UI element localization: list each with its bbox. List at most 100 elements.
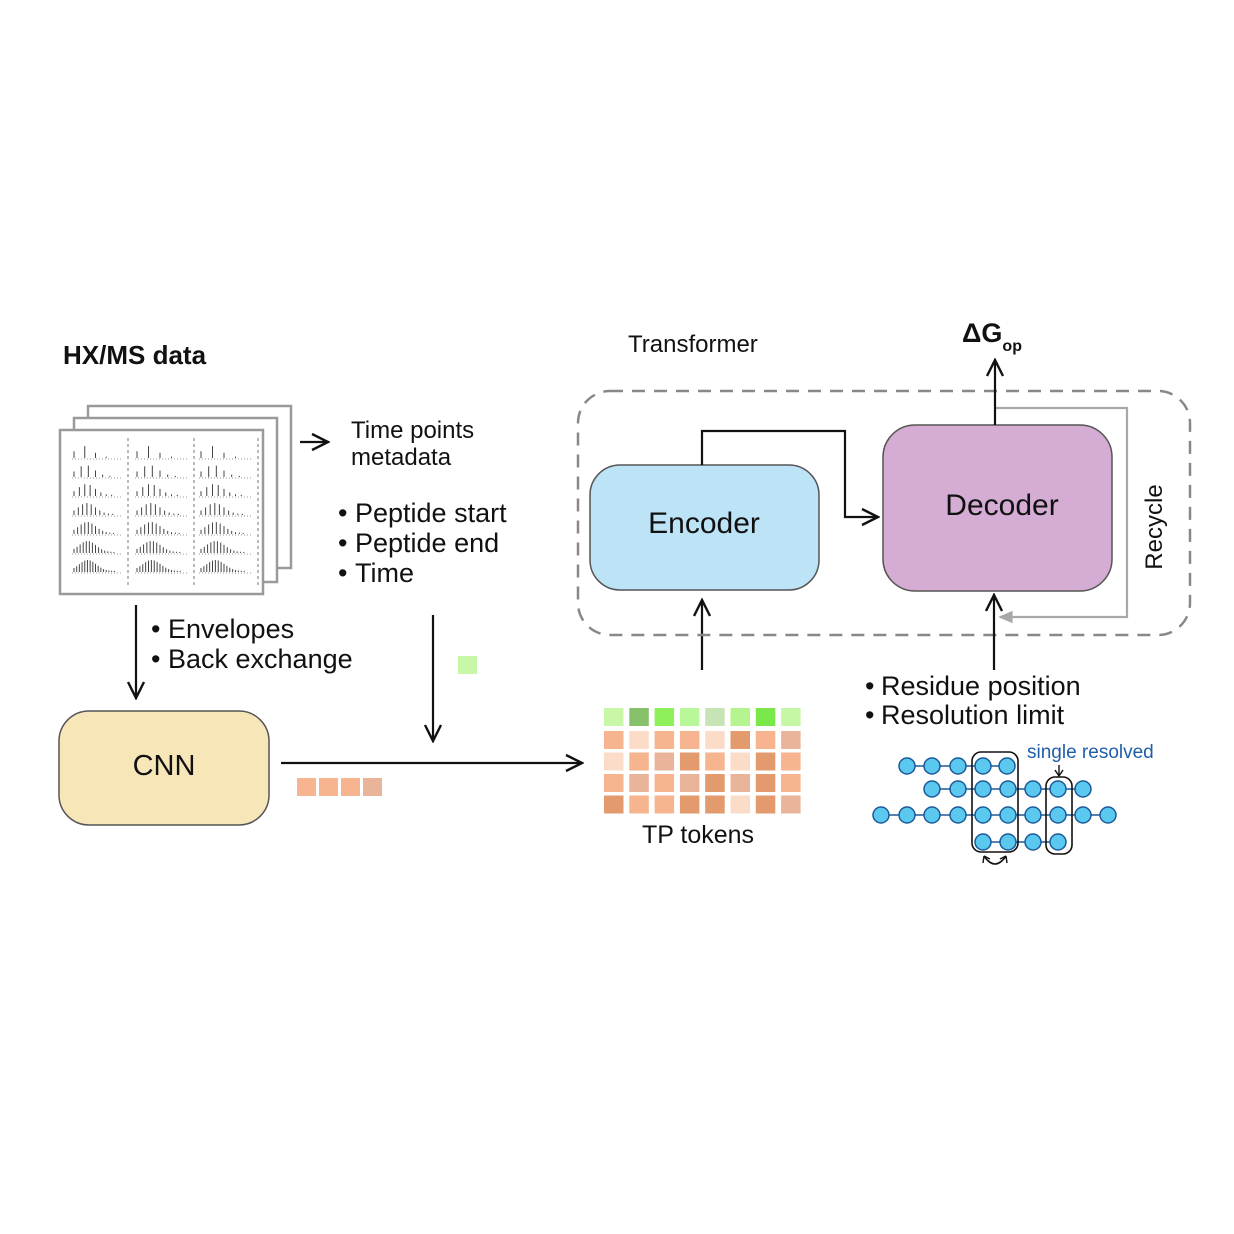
swap-arrowheads: [982, 855, 1008, 864]
recycle-loop-arrow: [995, 406, 1129, 624]
residue-circle: [1074, 780, 1092, 798]
token-feature-cell: [755, 774, 776, 792]
token-feature-cell: [654, 795, 675, 814]
cnn-input-envelopes: Envelopes: [168, 614, 294, 644]
residue-circle: [999, 806, 1017, 824]
token-feature-cell: [781, 731, 801, 749]
decoder-box: [882, 424, 1113, 592]
metadata-token-swatch: [458, 656, 477, 674]
cnn-bullet-dot: •: [151, 644, 160, 674]
metadata-bullet-peptide-start: Peptide start: [355, 498, 507, 528]
residue-circle: [949, 780, 967, 798]
hxms-data-stack-icon: [58, 404, 293, 596]
token-feature-cell: [629, 774, 649, 792]
token-feature-cell: [679, 752, 700, 771]
resolution-group-box: [971, 751, 1019, 853]
cnn-output-swatches: [297, 778, 382, 796]
residue-resolution-diagram: [872, 757, 1117, 851]
metadata-bullet-peptide-end: Peptide end: [355, 528, 499, 558]
token-feature-cell: [730, 752, 750, 771]
token-feature-cell: [705, 731, 725, 749]
output-symbol: ΔG: [962, 318, 1002, 348]
cnn-box: [58, 710, 270, 826]
token-feature-cell: [705, 774, 725, 792]
token-feature-cell: [705, 752, 725, 771]
residue-circle: [872, 806, 890, 824]
residue-circle: [998, 757, 1016, 775]
metadata-bullet-dot: •: [338, 498, 347, 528]
token-time-cell: [604, 708, 624, 726]
recycle-label: Recycle: [1141, 484, 1168, 569]
hxms-title: HX/MS data: [63, 340, 207, 370]
residue-circle: [1049, 833, 1067, 851]
arrow-encoder-to-decoder: [700, 429, 878, 517]
tp-tokens-grid: [604, 708, 801, 814]
token-feature-cell: [604, 795, 624, 814]
residue-circle: [949, 757, 967, 775]
token-time-cell: [679, 708, 700, 726]
token-time-cell: [781, 708, 801, 726]
residue-circle: [923, 806, 941, 824]
decoder-input-residue-position: Residue position: [881, 671, 1081, 701]
token-time-cell: [705, 708, 725, 726]
residue-circle: [974, 757, 992, 775]
residue-circle: [999, 833, 1017, 851]
transformer-label: Transformer: [628, 331, 758, 358]
token-feature-cell: [604, 774, 624, 792]
token-time-cell: [755, 708, 776, 726]
residue-circle: [1049, 780, 1067, 798]
token-feature-cell: [654, 731, 675, 749]
token-feature-cell: [730, 795, 750, 814]
metadata-bullet-dot: •: [338, 528, 347, 558]
cnn-bullet-dot: •: [151, 614, 160, 644]
metadata-label-line1: Time points: [351, 417, 474, 444]
token-feature-cell: [654, 774, 675, 792]
token-feature-cell: [781, 774, 801, 792]
residue-circle: [923, 780, 941, 798]
swap-arrow-icon: [983, 855, 1007, 865]
cnn-label: CNN: [133, 750, 196, 782]
residue-circle: [999, 780, 1017, 798]
residue-circle: [923, 757, 941, 775]
token-feature-cell: [604, 752, 624, 771]
cnn-input-back-exchange: Back exchange: [168, 644, 353, 674]
transformer-container: [576, 389, 1192, 637]
residue-circle: [898, 806, 916, 824]
tp-tokens-label: TP tokens: [642, 821, 754, 849]
token-feature-cell: [629, 752, 649, 771]
token-time-cell: [629, 708, 649, 726]
metadata-label-line2: metadata: [351, 444, 452, 471]
encoder-box: [589, 464, 820, 591]
token-feature-cell: [629, 795, 649, 814]
output-dg-op: ΔGop: [962, 318, 1022, 355]
residue-circle: [949, 806, 967, 824]
residue-circle: [1074, 806, 1092, 824]
encoder-label: Encoder: [648, 507, 760, 540]
token-feature-cell: [654, 752, 675, 771]
token-feature-cell: [604, 731, 624, 749]
single-resolved-label: single resolved: [1027, 742, 1154, 763]
decoder-bullet-dot: •: [865, 700, 874, 730]
residue-circle: [1024, 780, 1042, 798]
residue-circle: [1049, 806, 1067, 824]
decoder-bullet-dot: •: [865, 671, 874, 701]
token-feature-cell: [679, 731, 700, 749]
token-feature-cell: [679, 795, 700, 814]
residue-circle: [974, 806, 992, 824]
token-feature-cell: [679, 774, 700, 792]
token-feature-cell: [730, 731, 750, 749]
token-feature-cell: [705, 795, 725, 814]
token-feature-cell: [781, 752, 801, 771]
token-feature-cell: [755, 752, 776, 771]
metadata-bullet-dot: •: [338, 558, 347, 588]
token-feature-cell: [755, 795, 776, 814]
residue-circle: [974, 780, 992, 798]
residue-circle: [1024, 806, 1042, 824]
residue-circle: [1024, 833, 1042, 851]
residue-circle: [898, 757, 916, 775]
single-resolved-pointer-head: [1054, 769, 1064, 778]
decoder-input-resolution-limit: Resolution limit: [881, 700, 1065, 730]
token-time-cell: [654, 708, 675, 726]
token-feature-cell: [755, 731, 776, 749]
